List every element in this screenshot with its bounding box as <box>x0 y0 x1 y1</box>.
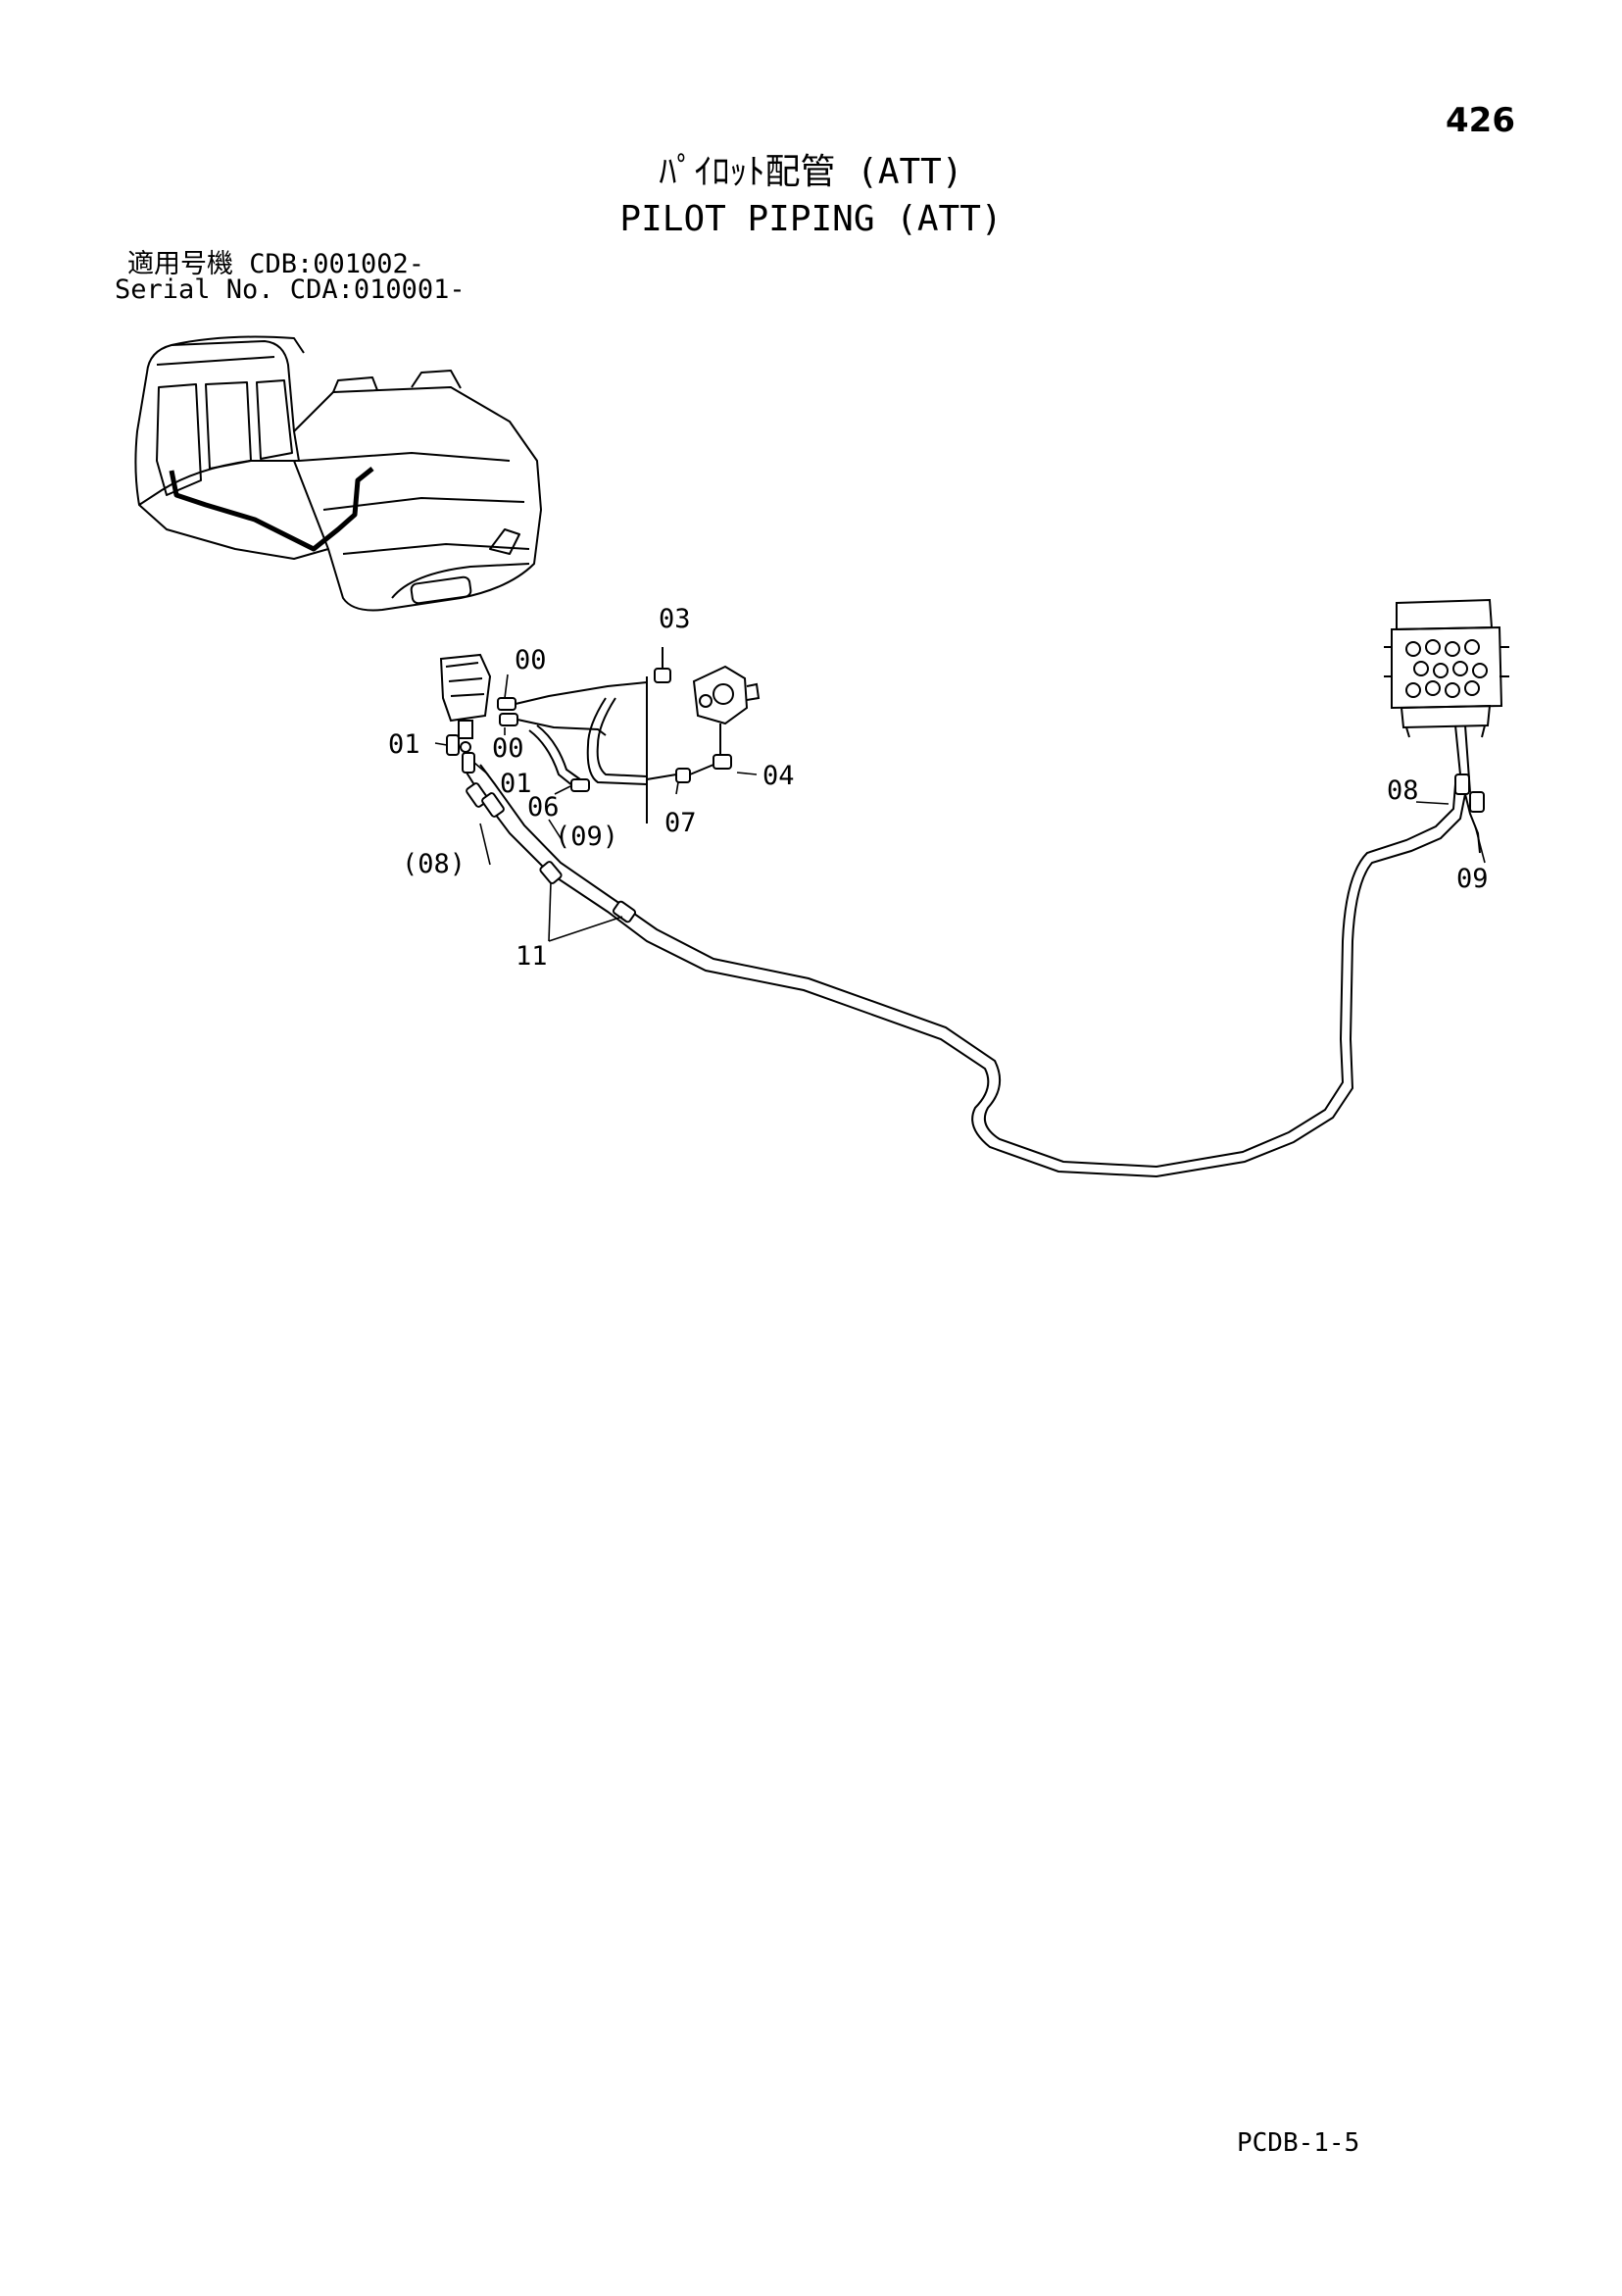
fitting-03 <box>654 647 671 683</box>
callout-04: 04 <box>762 761 795 791</box>
callout-09-paren: (09) <box>555 822 618 852</box>
callout-00-upper: 00 <box>515 645 547 675</box>
hose-end-fittings <box>466 774 1485 818</box>
callout-01-right: 01 <box>500 769 532 799</box>
serial-number-line: Serial No. CDA:010001- <box>115 275 466 305</box>
title-english: PILOT PIPING (ATT) <box>619 199 1003 239</box>
callout-01-left: 01 <box>388 729 420 760</box>
pilot-valve <box>692 665 761 770</box>
callout-08: 08 <box>1387 775 1419 806</box>
excavator-illustration <box>134 335 542 612</box>
callout-09: 09 <box>1456 864 1489 894</box>
callout-00-lower: 00 <box>492 733 524 764</box>
solenoid-valve-block <box>1384 598 1509 793</box>
clamps-11 <box>539 861 637 923</box>
fittings-01 <box>446 734 475 774</box>
callout-08-paren: (08) <box>402 849 466 879</box>
applicable-serial-line: 適用号機 CDB:001002- <box>127 249 425 279</box>
callout-03: 03 <box>659 604 691 634</box>
callout-11: 11 <box>516 941 548 972</box>
callout-06: 06 <box>527 792 560 823</box>
callout-07: 07 <box>664 808 697 838</box>
leader-lines <box>434 674 1486 942</box>
title-japanese: ﾊﾟｲﾛｯﾄ配管 (ATT) <box>659 152 963 192</box>
pilot-hose-long <box>466 764 1481 1178</box>
footer-code: PCDB-1-5 <box>1237 2128 1360 2158</box>
fittings-00 <box>497 697 518 726</box>
pilot-hoses-upper <box>515 676 714 824</box>
page-number: 426 <box>1446 101 1515 140</box>
